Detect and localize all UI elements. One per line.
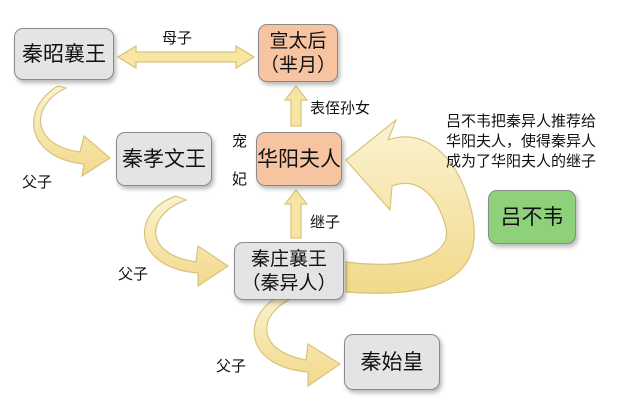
label-father-son-3: 父子: [216, 357, 247, 375]
node-qin-xiaowen-label: 秦孝文王: [122, 147, 206, 171]
recommendation-big-arrow: [345, 118, 475, 294]
node-xuan-taihou-line2: （芈月）: [259, 54, 336, 76]
father-son-curve-arrow-1: [33, 85, 112, 178]
father-son-curve-arrow-3: [253, 291, 342, 388]
node-qin-zhaoxiang: 秦昭襄王: [14, 28, 114, 80]
node-qin-zhuangxiang-line2: （秦异人）: [241, 272, 337, 294]
node-lv-buwei: 吕不韦: [488, 190, 576, 244]
annotation-line-3: 成为了华阳夫人的继子: [446, 152, 597, 170]
node-xuan-taihou-line1: 宣太后: [269, 30, 327, 52]
label-adopted-son: 继子: [310, 213, 341, 231]
node-huayang-label: 华阳夫人: [257, 147, 341, 171]
label-father-son-1: 父子: [22, 173, 53, 191]
node-lv-buwei-label: 吕不韦: [500, 205, 564, 229]
node-qin-zhaoxiang-label: 秦昭襄王: [22, 42, 106, 66]
node-qin-zhuangxiang-line1: 秦庄襄王: [250, 248, 327, 270]
node-qin-xiaowen: 秦孝文王: [116, 132, 212, 186]
mother-son-double-arrow: [116, 44, 256, 70]
annotation-line-2: 华阳夫人，使得秦异人: [446, 132, 597, 150]
label-cousin-granddaughter: 表侄孙女: [310, 99, 371, 117]
recommendation-annotation: 吕不韦把秦异人推荐给 华阳夫人，使得秦异人 成为了华阳夫人的继子: [446, 111, 596, 171]
node-qin-shihuang: 秦始皇: [344, 334, 440, 390]
label-favored-concubine-1: 宠: [232, 132, 248, 150]
node-huayang: 华阳夫人: [256, 132, 342, 186]
father-son-curve-arrow-2: [143, 195, 230, 288]
cousin-up-arrow: [283, 85, 309, 127]
annotation-line-1: 吕不韦把秦异人推荐给: [446, 112, 597, 130]
node-qin-zhuangxiang: 秦庄襄王 （秦异人）: [234, 242, 344, 300]
adopted-up-arrow: [283, 189, 309, 239]
node-qin-shihuang-label: 秦始皇: [360, 350, 424, 374]
node-xuan-taihou: 宣太后 （芈月）: [258, 24, 338, 82]
label-father-son-2: 父子: [118, 265, 149, 283]
label-favored-concubine-2: 妃: [232, 170, 248, 188]
label-mother-son: 母子: [162, 29, 193, 47]
